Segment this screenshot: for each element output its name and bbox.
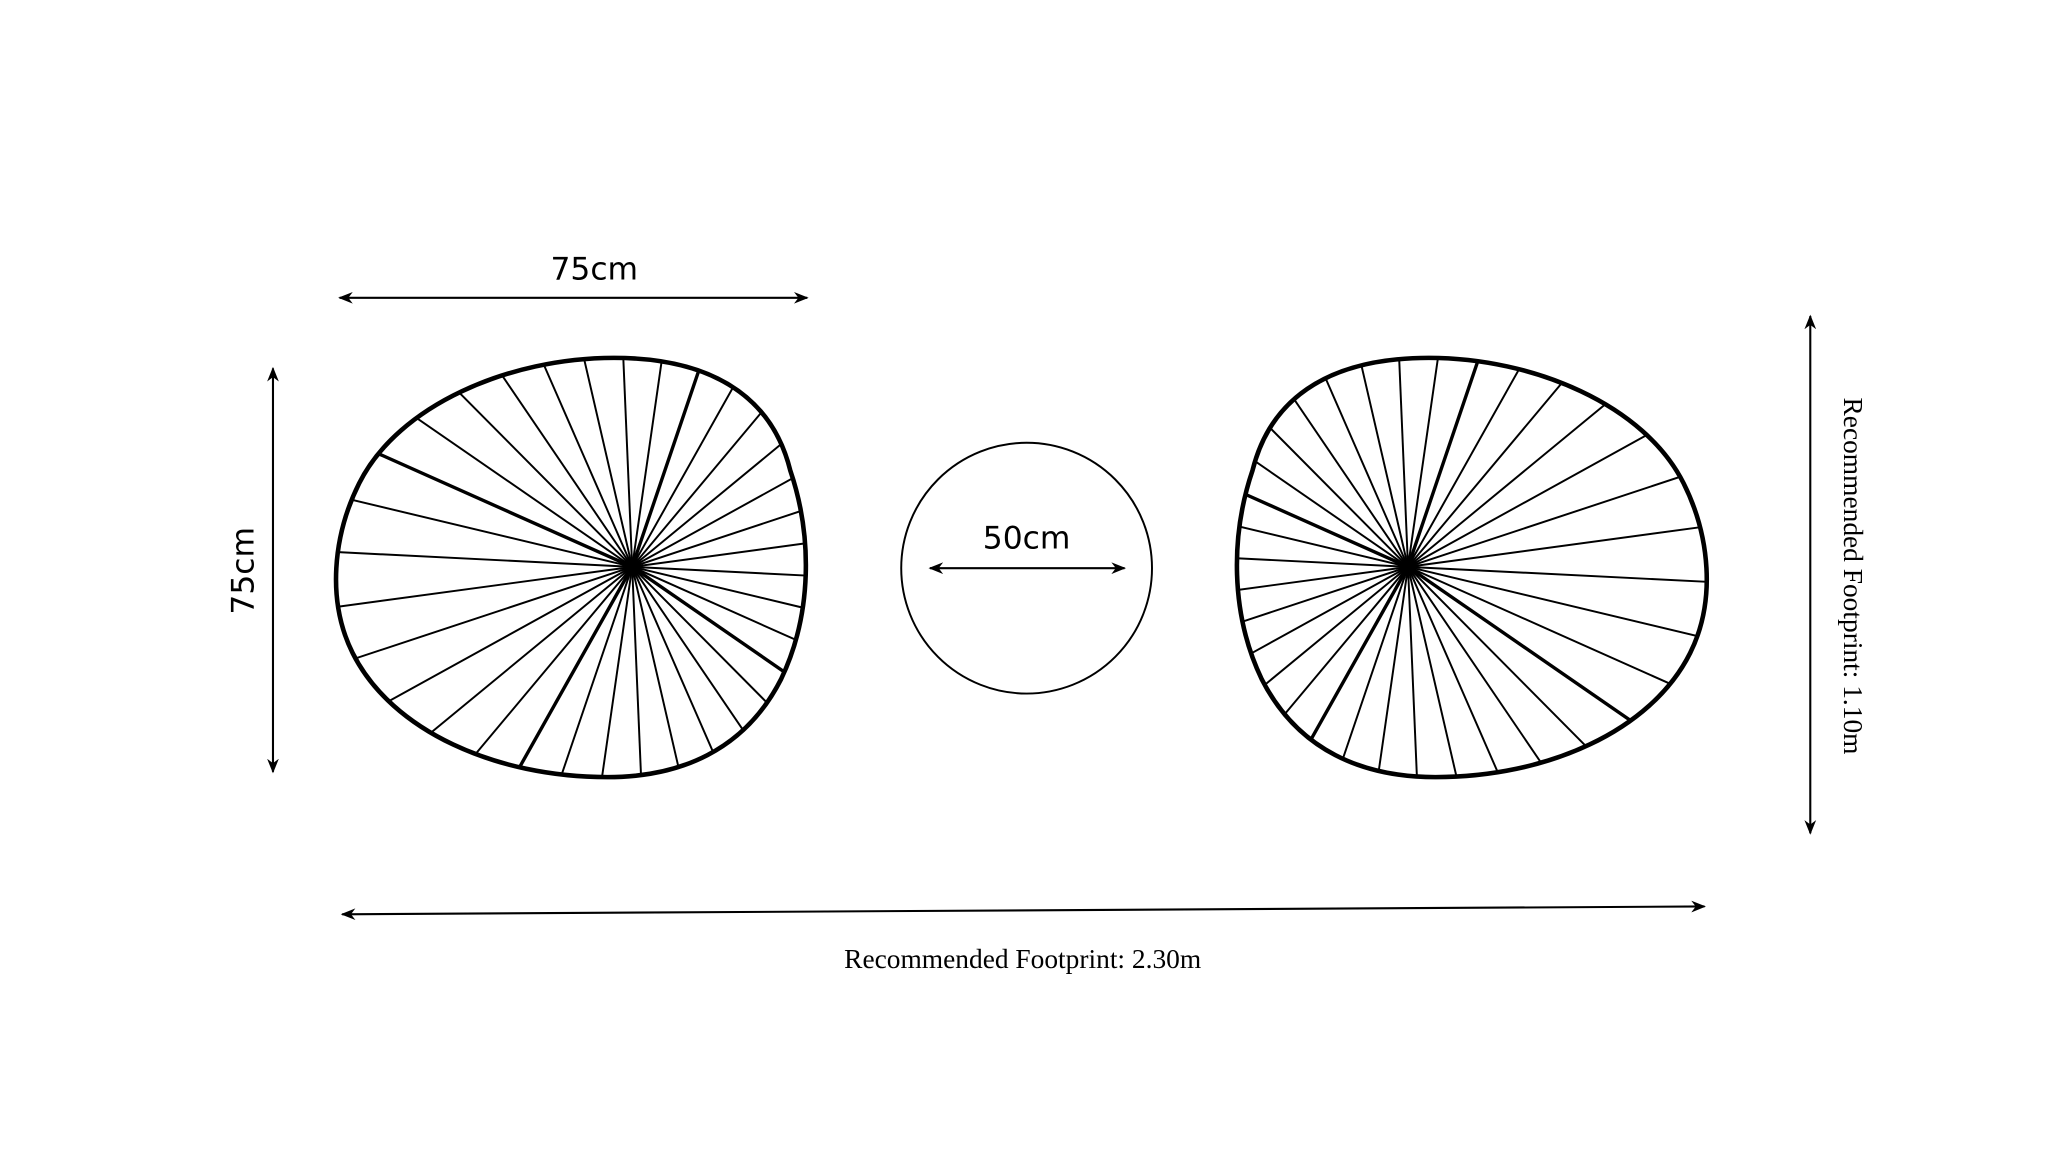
- chair-width-label: 75cm: [550, 252, 638, 288]
- chair-spoke: [463, 566, 634, 778]
- chair-spoke: [336, 565, 633, 639]
- chair-spoke: [1407, 566, 1703, 778]
- chair-spoke: [631, 401, 806, 568]
- chair-spoke: [1407, 566, 1707, 778]
- chair-spoke: [1407, 565, 1707, 778]
- chair-spoke: [1384, 357, 1409, 567]
- chair-spoke: [609, 357, 634, 567]
- chair-spoke: [632, 565, 806, 594]
- chair-spoke: [632, 495, 806, 568]
- footprint-depth-label: Recommended Footprint: 1.10m: [1838, 397, 1868, 754]
- chair-spoke: [631, 357, 806, 568]
- chair-spoke: [336, 539, 633, 568]
- chair-spoke: [336, 566, 633, 778]
- left-chair-spokes: [336, 357, 806, 778]
- chair-spoke: [336, 565, 633, 732]
- chair-spoke: [1407, 565, 1707, 778]
- chair-spoke: [1239, 566, 1409, 778]
- chair-spoke: [631, 565, 806, 778]
- chair-spoke: [1407, 566, 1619, 778]
- chair-spoke: [630, 357, 802, 568]
- chair-spoke: [1236, 539, 1409, 568]
- chair-spoke: [336, 444, 633, 568]
- right-chair: [1234, 355, 1710, 780]
- right-chair-spokes: [1236, 357, 1707, 778]
- chair-spoke: [557, 566, 634, 778]
- chair-spoke: [1236, 357, 1409, 568]
- chair-spoke: [374, 566, 634, 778]
- chair-spoke: [631, 566, 751, 778]
- chair-spoke: [1407, 566, 1432, 778]
- chair-spoke: [1289, 357, 1409, 568]
- left-chair-outline: [333, 355, 809, 780]
- chair-spoke: [1236, 357, 1409, 568]
- chair-spoke: [1236, 566, 1410, 778]
- chair-spoke: [1407, 565, 1707, 690]
- chair-spoke: [1236, 565, 1409, 778]
- chair-spoke: [631, 357, 806, 568]
- chair-spoke: [1236, 566, 1409, 778]
- chair-spoke: [337, 357, 633, 568]
- footprint-width-arrow: [340, 900, 1706, 921]
- chair-depth-label: 75cm: [225, 527, 261, 615]
- chair-spoke: [1407, 357, 1707, 568]
- chair-spoke: [1236, 357, 1409, 568]
- chair-spoke: [1236, 357, 1409, 569]
- chair-spoke: [1407, 495, 1707, 568]
- chair-spoke: [631, 566, 806, 778]
- chair-spoke: [1332, 566, 1409, 778]
- chair-spoke: [631, 357, 708, 567]
- side-table: [900, 441, 1153, 695]
- chair-spoke: [336, 565, 633, 778]
- chair-spoke: [1407, 357, 1484, 567]
- chair-spoke: [1407, 357, 1707, 568]
- chair-spoke: [631, 565, 806, 778]
- chair-spoke: [1236, 565, 1409, 639]
- chair-spoke: [631, 565, 806, 690]
- right-chair-outline: [1234, 355, 1710, 780]
- footprint-width-label: Recommended Footprint: 2.30m: [844, 944, 1201, 974]
- chair-spoke: [631, 566, 806, 778]
- chair-spoke: [1236, 444, 1409, 568]
- chair-spoke: [1407, 401, 1707, 568]
- chair-spoke: [422, 357, 634, 568]
- chair-spoke: [631, 566, 806, 778]
- chair-spoke: [1407, 357, 1665, 568]
- chair-spoke: [336, 357, 633, 569]
- chair-spoke: [631, 357, 806, 568]
- left-chair: [333, 355, 809, 780]
- chair-spoke: [631, 566, 656, 778]
- chair-spoke: [1407, 565, 1707, 594]
- chair-spoke: [1407, 566, 1527, 778]
- chair-spoke: [513, 357, 634, 568]
- chair-spoke: [1406, 357, 1578, 568]
- chair-spoke: [1236, 357, 1409, 568]
- chair-spoke: [1236, 565, 1409, 732]
- table-diameter-label: 50cm: [983, 521, 1071, 557]
